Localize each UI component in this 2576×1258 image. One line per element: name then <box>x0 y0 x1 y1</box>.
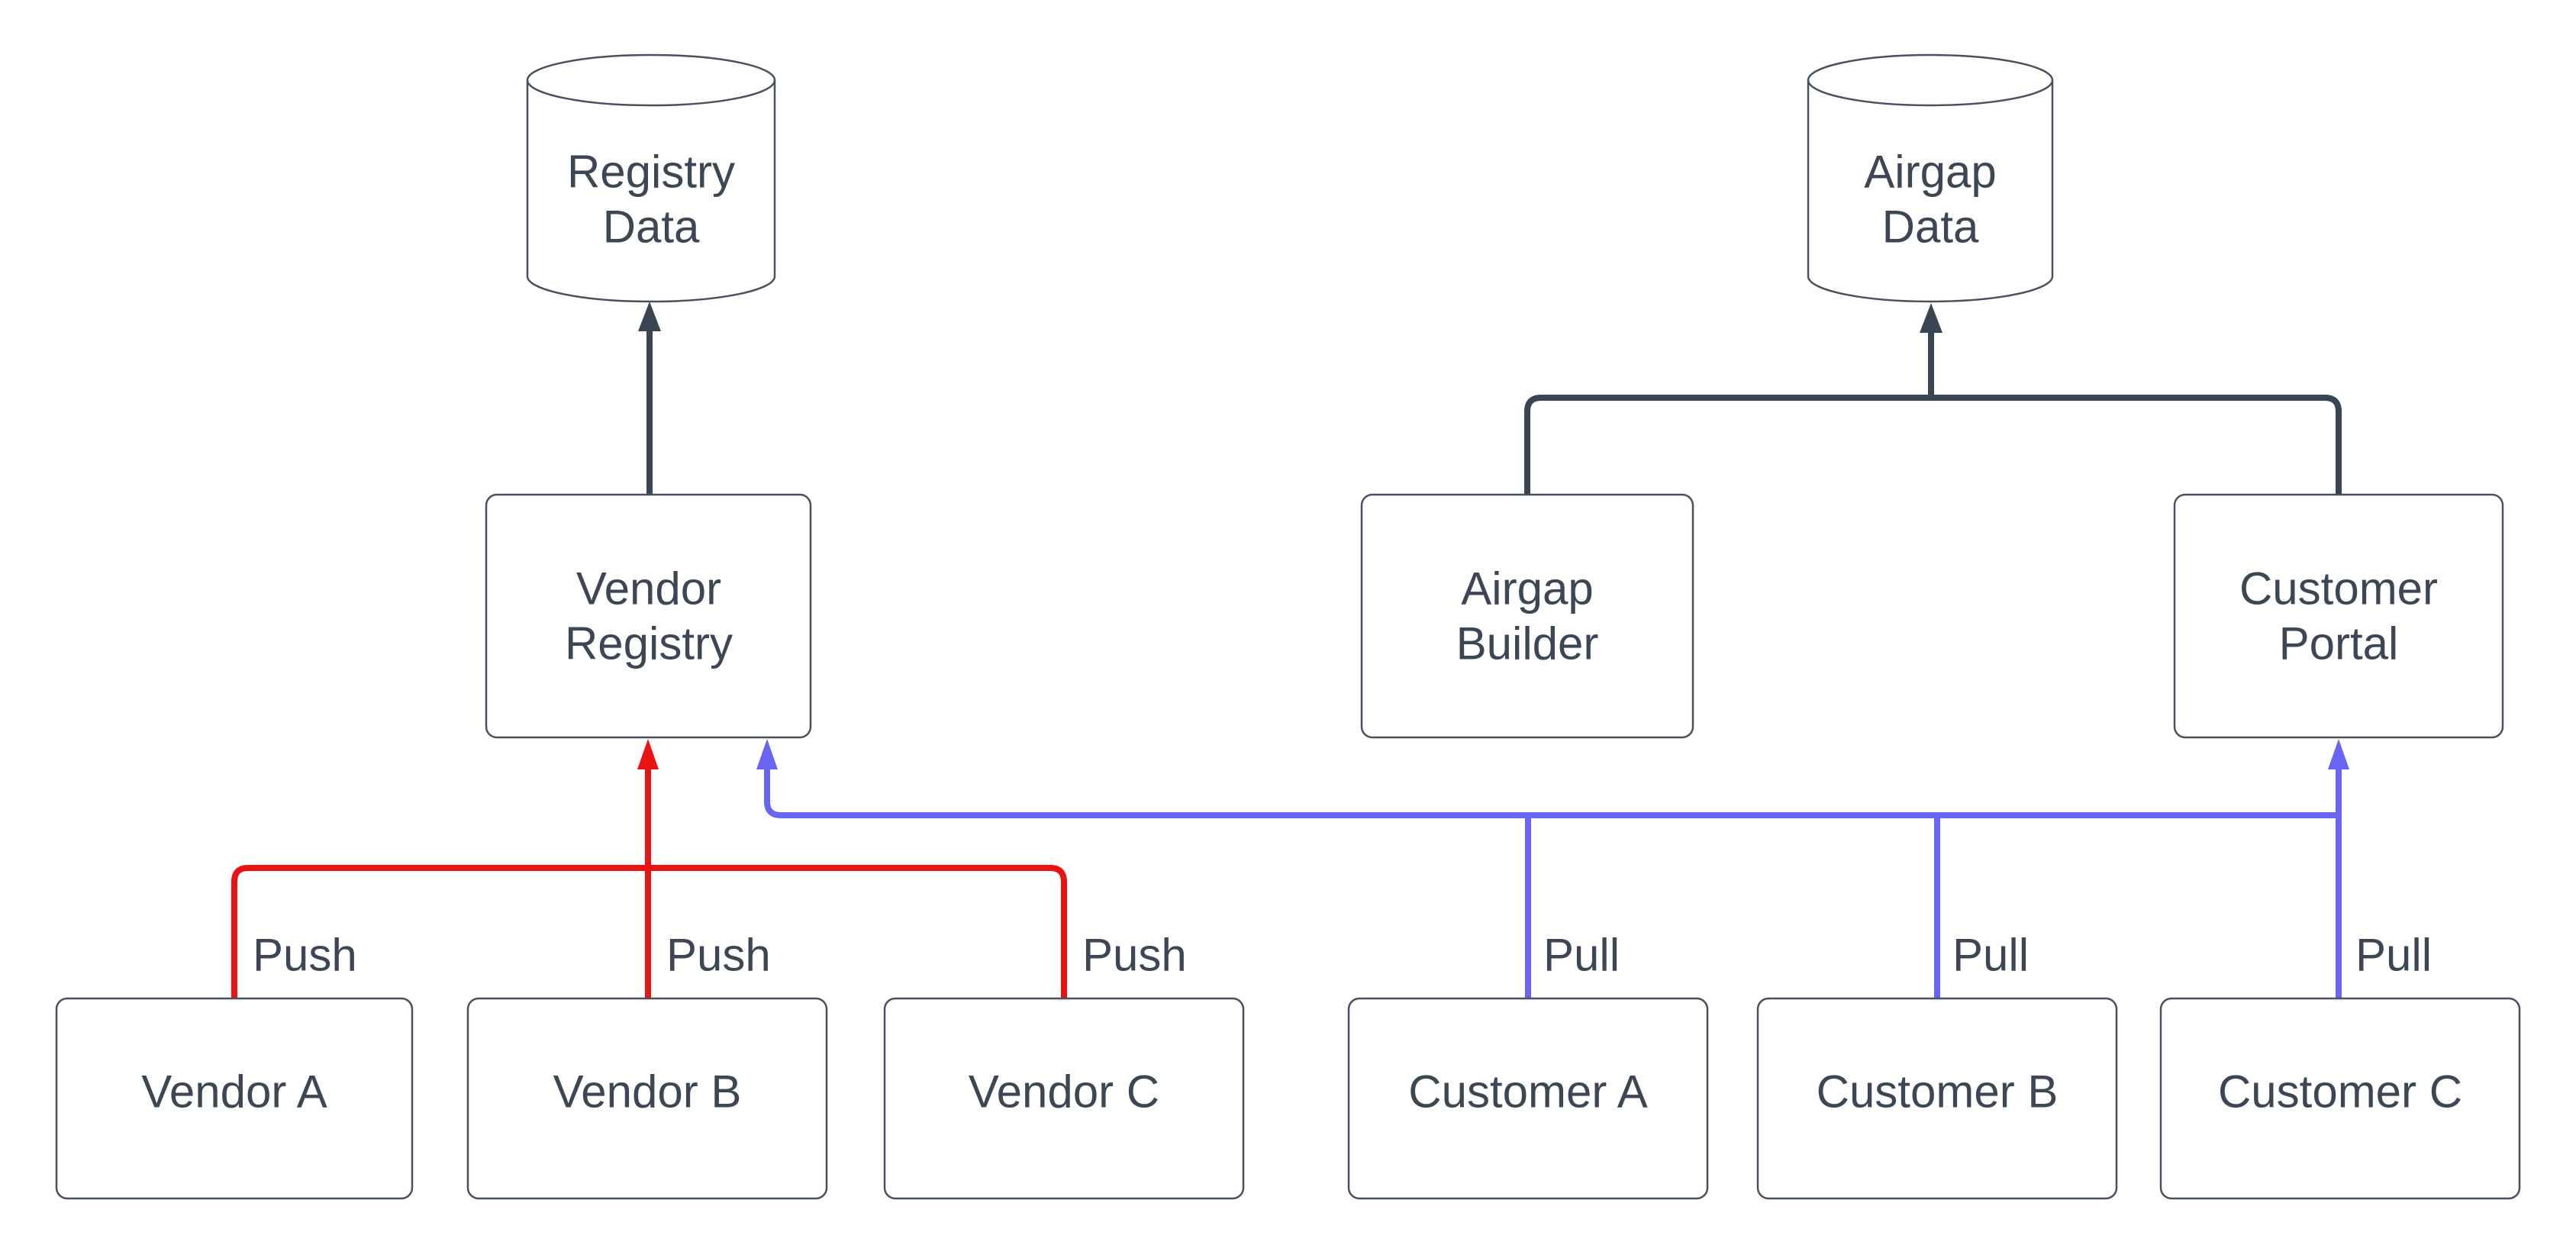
edge-builder-and-portal-to-airgap-data[interactable] <box>1524 303 2342 495</box>
box-shape[interactable] <box>485 493 812 739</box>
box-shape[interactable] <box>55 997 414 1200</box>
edge-label-push: Push <box>1082 930 1187 981</box>
arrowhead-up-icon <box>1920 303 1942 333</box>
edge-line[interactable] <box>1524 395 2342 495</box>
node-vendor-b[interactable]: Vendor B <box>466 997 828 1200</box>
node-label: Vendor A <box>141 1066 327 1118</box>
arrowhead-up-icon <box>2328 739 2349 769</box>
node-label: Customer A <box>1408 1066 1647 1118</box>
node-airgap-builder[interactable]: Airgap Builder <box>1360 493 1694 739</box>
edge-vendor-registry-to-registry-data[interactable] <box>638 302 661 495</box>
box-shape[interactable] <box>1756 997 2118 1200</box>
edge-label-pull: Pull <box>1543 930 1620 981</box>
node-label: Vendor C <box>969 1066 1159 1118</box>
node-label: Customer B <box>1817 1066 2059 1118</box>
node-label: Customer C <box>2218 1066 2462 1118</box>
box-shape[interactable] <box>1360 493 1694 739</box>
node-label-line: Builder <box>1456 618 1599 669</box>
edge-label-pull: Pull <box>2355 930 2432 981</box>
edge-label-push: Push <box>253 930 357 981</box>
box-shape[interactable] <box>883 997 1245 1200</box>
box-shape[interactable] <box>1347 997 1709 1200</box>
node-label-line: Airgap <box>1461 563 1593 614</box>
cylinder-rim <box>1807 79 2054 107</box>
arrowhead-up-icon <box>756 739 778 769</box>
node-label: Vendor B <box>553 1066 742 1118</box>
edge-label-pull: Pull <box>1952 930 2029 981</box>
box-shape[interactable] <box>2159 997 2521 1200</box>
node-label-line: Registry <box>567 147 735 198</box>
node-vendor-registry[interactable]: Vendor Registry <box>485 493 812 739</box>
edge-label-push: Push <box>666 930 771 981</box>
node-label-line: Data <box>1882 202 1979 253</box>
box-shape[interactable] <box>2173 493 2504 739</box>
node-label-line: Airgap <box>1864 147 1996 198</box>
node-customer-portal[interactable]: Customer Portal <box>2173 493 2504 739</box>
node-vendor-a[interactable]: Vendor A <box>55 997 414 1200</box>
arrowhead-up-icon <box>638 302 661 331</box>
box-shape[interactable] <box>466 997 828 1200</box>
node-airgap-data[interactable]: Airgap Data <box>1807 53 2054 303</box>
edge-line[interactable] <box>764 766 2339 818</box>
edge-customers-pull-trunk[interactable] <box>756 739 2349 998</box>
node-label-line: Portal <box>2279 618 2399 669</box>
node-label-line: Data <box>603 202 700 253</box>
node-label-line: Registry <box>565 618 733 669</box>
node-vendor-c[interactable]: Vendor C <box>883 997 1245 1200</box>
arrowhead-up-icon <box>637 739 659 769</box>
node-label-line: Vendor <box>576 563 721 614</box>
node-registry-data[interactable]: Registry Data <box>526 53 776 303</box>
node-customer-b[interactable]: Customer B <box>1756 997 2118 1200</box>
cylinder-rim <box>526 79 776 107</box>
edge-vendors-push-trunk[interactable] <box>231 739 1067 998</box>
node-customer-a[interactable]: Customer A <box>1347 997 1709 1200</box>
node-customer-c[interactable]: Customer C <box>2159 997 2521 1200</box>
node-label-line: Customer <box>2239 563 2438 614</box>
